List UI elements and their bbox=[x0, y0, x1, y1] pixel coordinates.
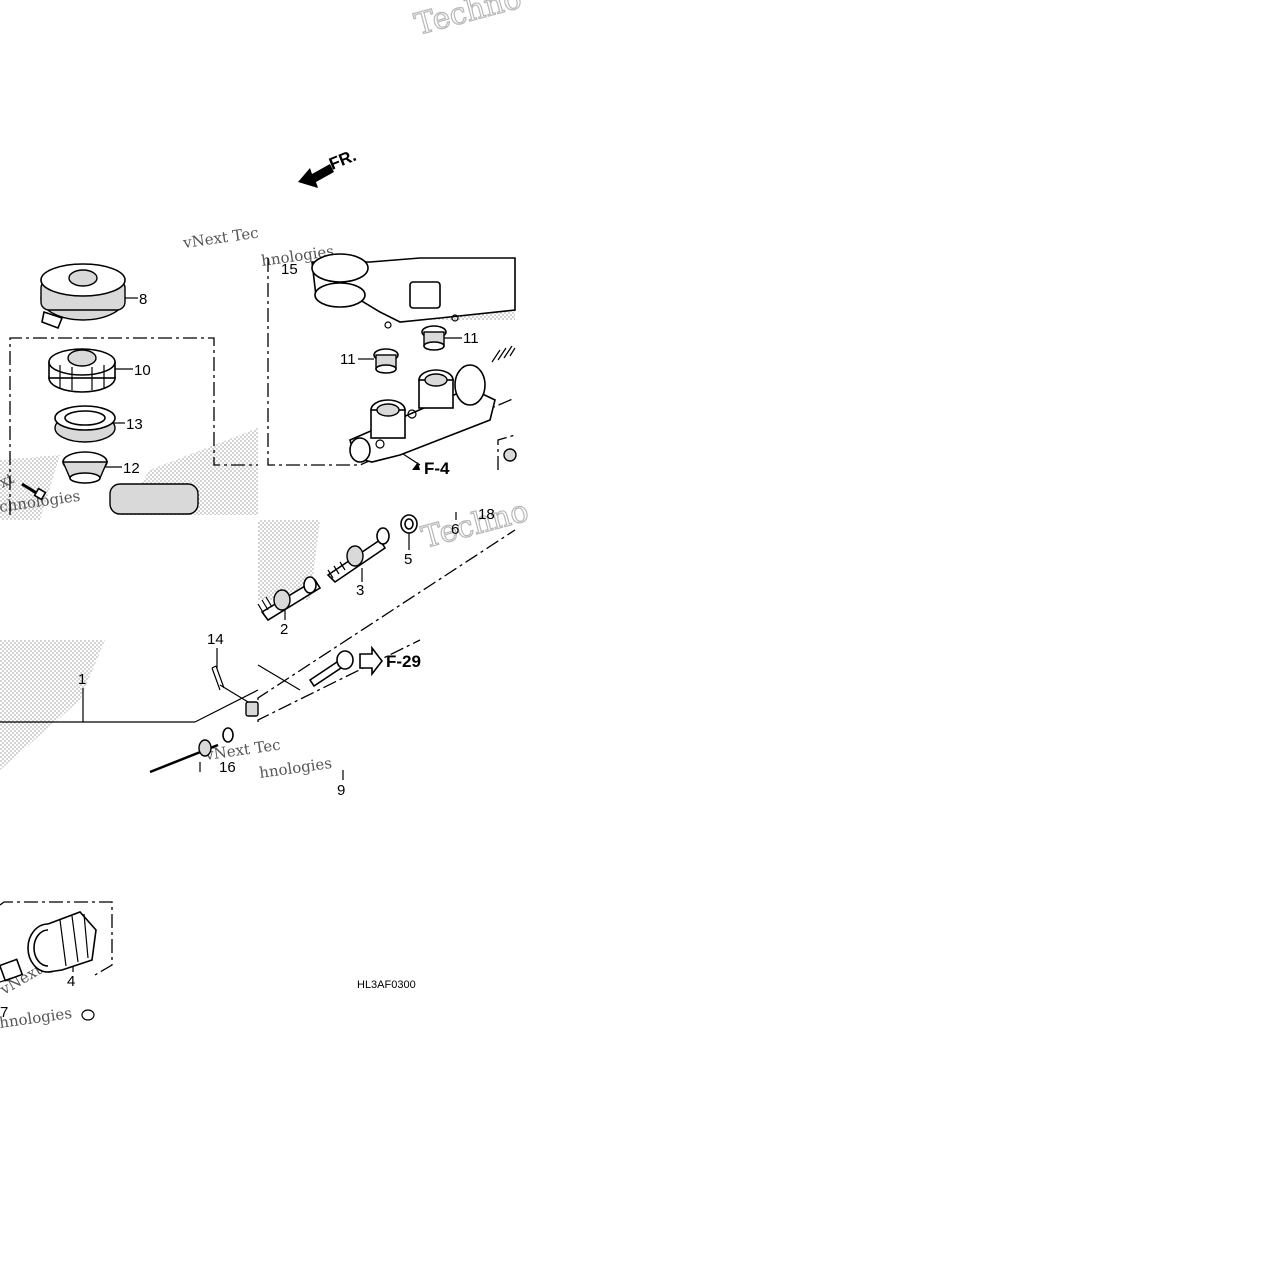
watermark-5: vNext Tec bbox=[203, 736, 282, 765]
reservoir-body-part-15 bbox=[311, 253, 516, 329]
grommet-part-11-upper bbox=[421, 325, 447, 351]
watermark-text: Techno vNext Tec hnologies Techno vNext … bbox=[0, 0, 533, 1032]
watermark-6: hnologies bbox=[258, 754, 333, 782]
bolt bbox=[308, 650, 354, 688]
callouts: 1 2 3 4 5 6 7 8 9 10 11 11 12 13 14 15 1… bbox=[0, 261, 495, 1021]
filter-part-12 bbox=[61, 451, 109, 484]
front-direction-label: FR. bbox=[326, 146, 359, 174]
connector-part-7 bbox=[0, 958, 95, 1021]
ref-f4: F-4 bbox=[412, 459, 450, 478]
front-direction-arrow: FR. bbox=[298, 146, 359, 188]
leader-lines bbox=[0, 297, 462, 972]
watermark-4: Techno bbox=[418, 494, 532, 556]
callout-4: 4 bbox=[67, 973, 75, 990]
callout-13: 13 bbox=[126, 416, 143, 433]
reservoir-bolt bbox=[21, 482, 199, 515]
callout-2: 2 bbox=[280, 621, 288, 638]
callout-14: 14 bbox=[207, 631, 224, 648]
spring-right bbox=[491, 345, 516, 363]
seal-part-13 bbox=[54, 405, 116, 443]
ref-f29: F-29 bbox=[359, 645, 421, 677]
o-ring-part-5 bbox=[400, 514, 418, 534]
callout-1: 1 bbox=[78, 671, 86, 688]
ref-f4-label: F-4 bbox=[424, 459, 450, 478]
callout-11-lower: 11 bbox=[340, 351, 356, 368]
secondary-piston-part-2 bbox=[257, 576, 322, 622]
strainer-part-10 bbox=[48, 348, 116, 393]
callout-18: 18 bbox=[478, 506, 495, 523]
push-rod-part-16 bbox=[149, 727, 234, 774]
boot-part-4 bbox=[27, 911, 97, 973]
callout-7: 7 bbox=[0, 1004, 8, 1021]
callout-5: 5 bbox=[404, 551, 412, 568]
diagram-code: HL3AF0300 bbox=[357, 979, 416, 991]
fitting-right bbox=[503, 448, 517, 462]
primary-piston-part-3 bbox=[326, 527, 390, 584]
grommet-part-11-lower bbox=[373, 348, 399, 374]
callout-15: 15 bbox=[281, 261, 298, 278]
reservoir-cap-part-8 bbox=[40, 263, 126, 330]
callout-6: 6 bbox=[451, 521, 459, 538]
callout-10: 10 bbox=[134, 362, 151, 379]
callout-12: 12 bbox=[123, 460, 140, 477]
callout-8: 8 bbox=[139, 291, 147, 308]
watermark-1: Techno bbox=[411, 0, 525, 43]
master-cylinder-body bbox=[349, 364, 496, 463]
watermark-10: hnologies bbox=[0, 1004, 73, 1032]
callout-16: 16 bbox=[219, 759, 236, 776]
callout-9: 9 bbox=[337, 782, 345, 799]
clip-part-14 bbox=[211, 665, 225, 691]
callout-11-upper: 11 bbox=[463, 330, 479, 347]
nut bbox=[245, 701, 259, 717]
callout-3: 3 bbox=[356, 582, 364, 599]
watermark-2: vNext Tec bbox=[181, 224, 260, 253]
ref-f29-label: F-29 bbox=[386, 652, 421, 671]
